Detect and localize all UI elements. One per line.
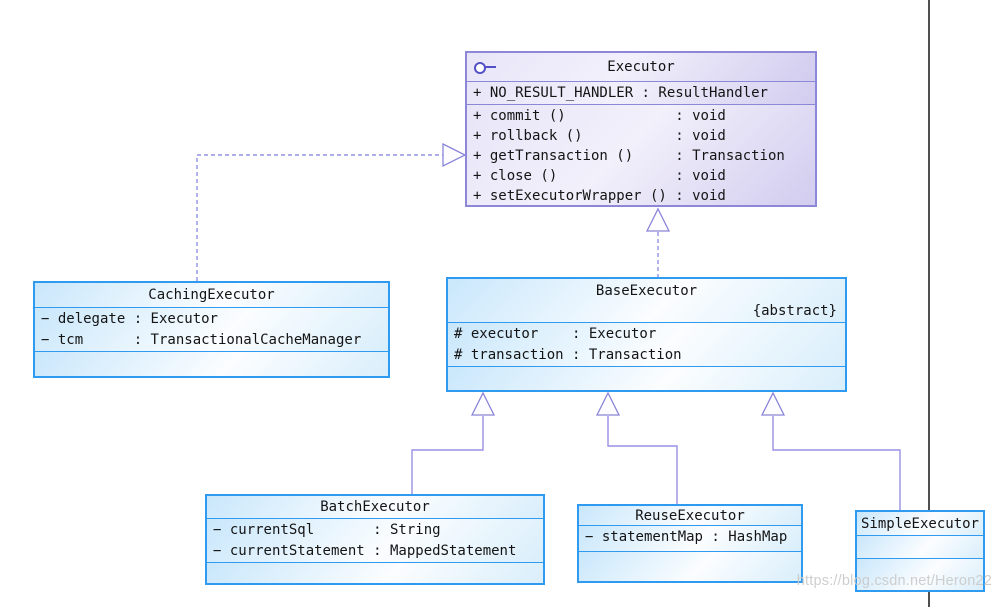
member-name: executor <box>470 326 539 342</box>
interface-lollipop-icon <box>474 61 496 74</box>
class-title-bar: Executor <box>467 53 815 81</box>
member-type: : Transaction <box>571 347 682 363</box>
attribute-row: −currentStatement : MappedStatement <box>207 541 543 562</box>
member-name: transaction <box>470 347 564 363</box>
visibility-symbol: − <box>213 543 222 559</box>
member-type: : void <box>675 128 726 145</box>
member-type: : String <box>373 522 441 538</box>
generalization-edge-batch-to-base <box>411 416 484 494</box>
method-row: + close () : void <box>467 166 815 186</box>
member-type: : HashMap <box>711 529 788 545</box>
member-type: : void <box>675 188 726 205</box>
generalization-arrowhead-icon <box>595 391 621 416</box>
member-type: : MappedStatement <box>373 543 517 559</box>
visibility-symbol: + <box>473 168 482 185</box>
class-name: Executor <box>607 58 675 75</box>
class-title-bar: ReuseExecutor <box>579 506 801 525</box>
attributes-compartment: −statementMap : HashMap <box>579 525 801 551</box>
watermark: https://blog.csdn.net/Heron22 <box>796 573 992 589</box>
attribute-row: # transaction : Transaction <box>448 345 845 366</box>
realization-edge-caching-to-executor <box>196 154 443 281</box>
class-title-bar: SimpleExecutor <box>857 512 983 535</box>
visibility-symbol: + <box>473 188 482 205</box>
visibility-symbol: + <box>473 128 482 145</box>
class-box-executor: Executor + NO_RESULT_HANDLER : ResultHandl… <box>465 51 817 207</box>
generalization-edge-reuse-to-base <box>607 416 678 504</box>
class-name: CachingExecutor <box>148 287 275 303</box>
member-name: tcm <box>57 332 84 348</box>
attributes-compartment: −delegate : Executor −tcm : TransactionalC… <box>35 307 388 351</box>
attributes-compartment: # executor : Executor # transaction : Transa… <box>448 322 845 366</box>
attribute-row: −currentSql : String <box>207 520 543 541</box>
member-name: delegate <box>57 311 126 327</box>
methods-compartment <box>35 351 388 376</box>
member-type: : void <box>675 108 726 125</box>
class-box-caching-executor: CachingExecutor −delegate : Executor −tcm… <box>33 281 390 378</box>
method-row: + getTransaction () : Transaction <box>467 146 815 166</box>
member-name: setExecutorWrapper () <box>489 188 667 205</box>
visibility-symbol: − <box>41 332 50 348</box>
visibility-symbol: − <box>585 529 594 545</box>
methods-compartment <box>579 551 801 581</box>
methods-compartment: + commit () : void + rollback () : void + get… <box>467 104 815 205</box>
member-name: getTransaction () <box>489 148 634 165</box>
member-name: rollback () <box>489 128 583 145</box>
generalization-edge-simple-to-base <box>772 416 901 510</box>
realization-arrowhead-icon <box>442 142 467 168</box>
visibility-symbol: + <box>473 84 482 101</box>
class-name: BaseExecutor <box>595 283 698 299</box>
class-title-bar: CachingExecutor <box>35 283 388 307</box>
member-type: : Executor <box>133 311 218 327</box>
class-box-batch-executor: BatchExecutor −currentSql : String −curre… <box>205 494 545 585</box>
visibility-symbol: # <box>454 326 463 342</box>
member-type: : ResultHandler <box>641 84 768 101</box>
method-row: + setExecutorWrapper () : void <box>467 186 815 205</box>
generalization-arrowhead-icon <box>760 391 786 416</box>
method-row: + commit () : void <box>467 106 815 126</box>
method-row: + rollback () : void <box>467 126 815 146</box>
visibility-symbol: + <box>473 148 482 165</box>
visibility-symbol: − <box>41 311 50 327</box>
attribute-row: −tcm : TransactionalCacheManager <box>35 330 388 351</box>
class-box-reuse-executor: ReuseExecutor −statementMap : HashMap <box>577 504 803 583</box>
attributes-compartment: + NO_RESULT_HANDLER : ResultHandler <box>467 80 815 105</box>
attribute-row: −statementMap : HashMap <box>579 527 801 548</box>
visibility-symbol: + <box>473 108 482 125</box>
member-type: : TransactionalCacheManager <box>133 332 362 348</box>
member-name: statementMap <box>601 529 703 545</box>
class-title-bar: BatchExecutor <box>207 496 543 518</box>
class-name: BatchExecutor <box>320 499 430 515</box>
class-box-base-executor: BaseExecutor {abstract} # executor : Execu… <box>446 277 847 392</box>
member-type: : Transaction <box>675 148 785 165</box>
methods-compartment <box>857 558 983 590</box>
member-name: close () <box>489 168 558 185</box>
class-box-simple-executor: SimpleExecutor <box>855 510 985 592</box>
class-name: ReuseExecutor <box>635 507 745 524</box>
attributes-compartment <box>857 535 983 558</box>
attribute-row: # executor : Executor <box>448 324 845 345</box>
member-name: commit () <box>489 108 566 125</box>
visibility-symbol: − <box>213 522 222 538</box>
methods-compartment <box>207 562 543 583</box>
visibility-symbol: # <box>454 347 463 363</box>
member-name: currentSql <box>229 522 315 538</box>
member-type: : void <box>675 168 726 185</box>
abstract-stereotype: {abstract} <box>752 303 837 319</box>
generalization-arrowhead-icon <box>470 391 496 416</box>
methods-compartment <box>448 366 845 390</box>
realization-arrowhead-icon <box>645 207 671 232</box>
attribute-row: + NO_RESULT_HANDLER : ResultHandler <box>467 83 815 104</box>
page-divider-line <box>928 0 930 607</box>
member-name: currentStatement <box>229 543 365 559</box>
attributes-compartment: −currentSql : String −currentStatement : M… <box>207 518 543 562</box>
member-name: NO_RESULT_HANDLER <box>489 84 634 101</box>
member-type: : Executor <box>571 326 657 342</box>
class-title-bar: BaseExecutor {abstract} <box>448 279 845 322</box>
class-name: SimpleExecutor <box>860 515 979 532</box>
attribute-row: −delegate : Executor <box>35 309 388 330</box>
